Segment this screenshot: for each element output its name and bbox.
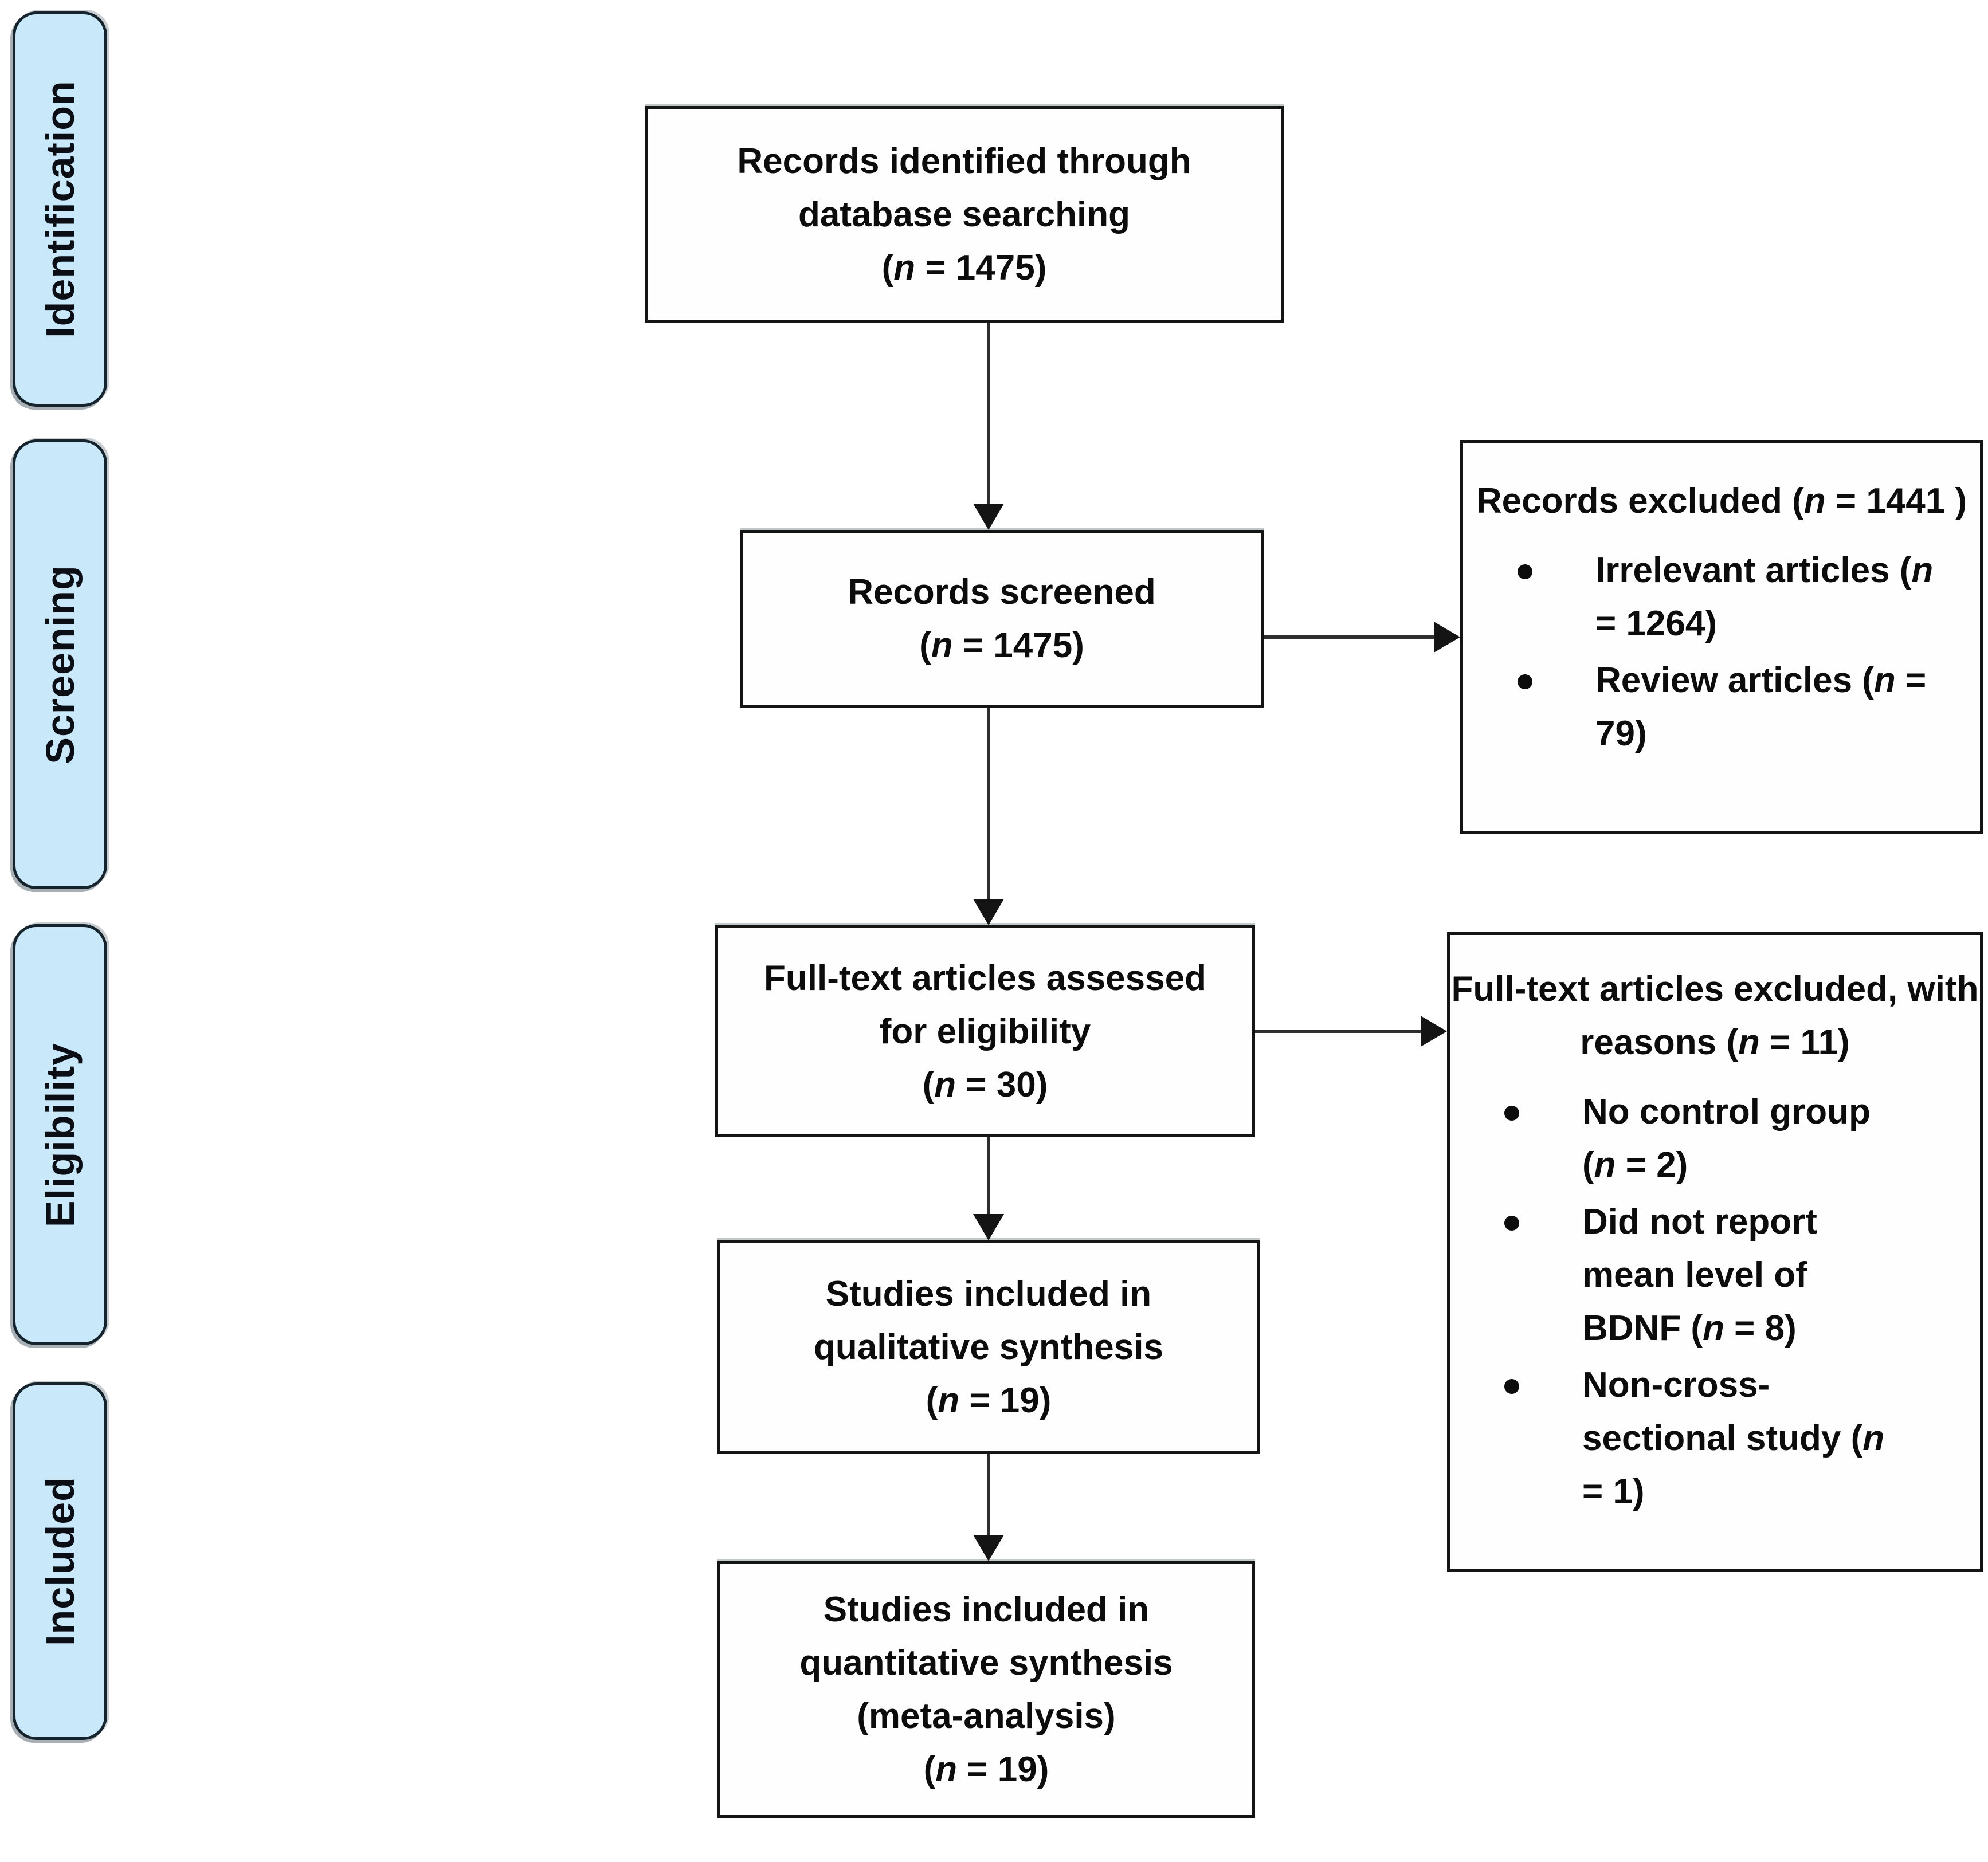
bullet-text: No control group (n = 2) xyxy=(1582,1092,1871,1185)
box-text-line: Records excluded xyxy=(1476,481,1782,521)
bullet-dot-icon xyxy=(1518,674,1532,689)
arrowhead-identified-to-screened xyxy=(973,504,1004,530)
box-text-line: Studies included in xyxy=(825,1274,1152,1314)
box-text-line: Studies included in xyxy=(823,1590,1150,1629)
records-excluded-bullets: Irrelevant articles (n = 1264) Review ar… xyxy=(1463,544,1980,760)
bullet-item: Review articles (n = 79) xyxy=(1518,654,1980,760)
flow-box-fulltext-assessed: Full-text articles assessed for eligibil… xyxy=(715,925,1255,1137)
bullet-text: Irrelevant articles (n = 1264) xyxy=(1595,551,1934,643)
flow-box-quantitative-synthesis: Studies included in quantitative synthes… xyxy=(717,1561,1255,1818)
box-count: (n = 1475) xyxy=(881,248,1047,288)
bullet-dot-icon xyxy=(1504,1106,1519,1121)
sidebar-stage-included: Included xyxy=(13,1382,107,1740)
sidebar-stage-eligibility: Eligibility xyxy=(13,924,107,1345)
bullet-item: No control group (n = 2) xyxy=(1504,1085,1980,1192)
bullet-text: Non-cross-sectional study (n = 1) xyxy=(1582,1365,1885,1511)
stage-label-eligibility: Eligibility xyxy=(37,1042,83,1227)
box-text-line: Full-text articles assessed xyxy=(764,958,1206,998)
arrow-line-fulltext-to-excluded xyxy=(1255,1030,1421,1033)
box-text-line: with reasons xyxy=(1580,969,1979,1062)
arrowhead-qualitative-to-quantitative xyxy=(973,1535,1004,1561)
box-text-line: Full-text articles excluded, xyxy=(1451,969,1898,1009)
box-count: (n = 11) xyxy=(1726,1023,1850,1062)
box-text-line: for eligibility xyxy=(879,1011,1091,1051)
flow-box-fulltext-excluded: Full-text articles excluded, with reason… xyxy=(1447,932,1983,1572)
sidebar-stage-identification: Identification xyxy=(13,11,107,407)
stage-label-screening: Screening xyxy=(37,564,83,764)
box-count: (n = 30) xyxy=(922,1064,1048,1105)
arrow-line-fulltext-to-qualitative xyxy=(987,1137,990,1215)
bullet-dot-icon xyxy=(1504,1379,1519,1394)
stage-label-included: Included xyxy=(37,1476,83,1646)
box-text-line: qualitative synthesis xyxy=(814,1327,1163,1367)
sidebar-stage-screening: Screening xyxy=(13,439,107,889)
flow-box-qualitative-synthesis: Studies included in qualitative synthesi… xyxy=(717,1240,1260,1454)
flow-box-records-identified: Records identified through database sear… xyxy=(645,106,1284,323)
arrow-line-screened-to-excluded xyxy=(1264,635,1436,639)
arrow-line-identified-to-screened xyxy=(987,323,990,506)
bullet-item: Non-cross-sectional study (n = 1) xyxy=(1504,1358,1980,1518)
fulltext-excluded-title: Full-text articles excluded, with reason… xyxy=(1450,963,1980,1069)
box-text-line: (meta-analysis) xyxy=(857,1696,1116,1736)
arrowhead-screened-to-excluded xyxy=(1434,622,1460,653)
flow-box-records-excluded: Records excluded (n = 1441 ) Irrelevant … xyxy=(1460,440,1983,834)
box-count: (n = 19) xyxy=(926,1380,1052,1420)
box-text-line: Records screened xyxy=(848,572,1156,612)
records-excluded-title: Records excluded (n = 1441 ) xyxy=(1463,474,1980,528)
arrowhead-fulltext-to-qualitative xyxy=(973,1214,1004,1240)
box-text-line: Records identified through xyxy=(737,141,1191,181)
fulltext-excluded-bullets: No control group (n = 2) Did not report … xyxy=(1450,1085,1980,1518)
box-text-line: quantitative synthesis xyxy=(799,1643,1173,1683)
bullet-dot-icon xyxy=(1518,564,1532,579)
box-text-line: database searching xyxy=(798,194,1130,234)
flow-box-records-screened: Records screened (n = 1475) xyxy=(740,530,1264,708)
bullet-dot-icon xyxy=(1504,1216,1519,1231)
box-count: (n = 1475) xyxy=(919,626,1084,665)
arrowhead-screened-to-fulltext xyxy=(973,899,1004,925)
box-count: (n = 19) xyxy=(923,1750,1049,1789)
arrowhead-fulltext-to-excluded xyxy=(1421,1016,1447,1047)
arrow-line-qualitative-to-quantitative xyxy=(987,1454,990,1536)
bullet-item: Did not report mean level of BDNF (n = 8… xyxy=(1504,1195,1980,1355)
bullet-item: Irrelevant articles (n = 1264) xyxy=(1518,544,1980,650)
stage-label-identification: Identification xyxy=(37,80,83,338)
bullet-text: Did not report mean level of BDNF (n = 8… xyxy=(1582,1202,1817,1348)
box-count: (n = 1441 ) xyxy=(1792,481,1967,521)
bullet-text: Review articles (n = 79) xyxy=(1595,661,1927,753)
arrow-line-screened-to-fulltext xyxy=(987,708,990,900)
